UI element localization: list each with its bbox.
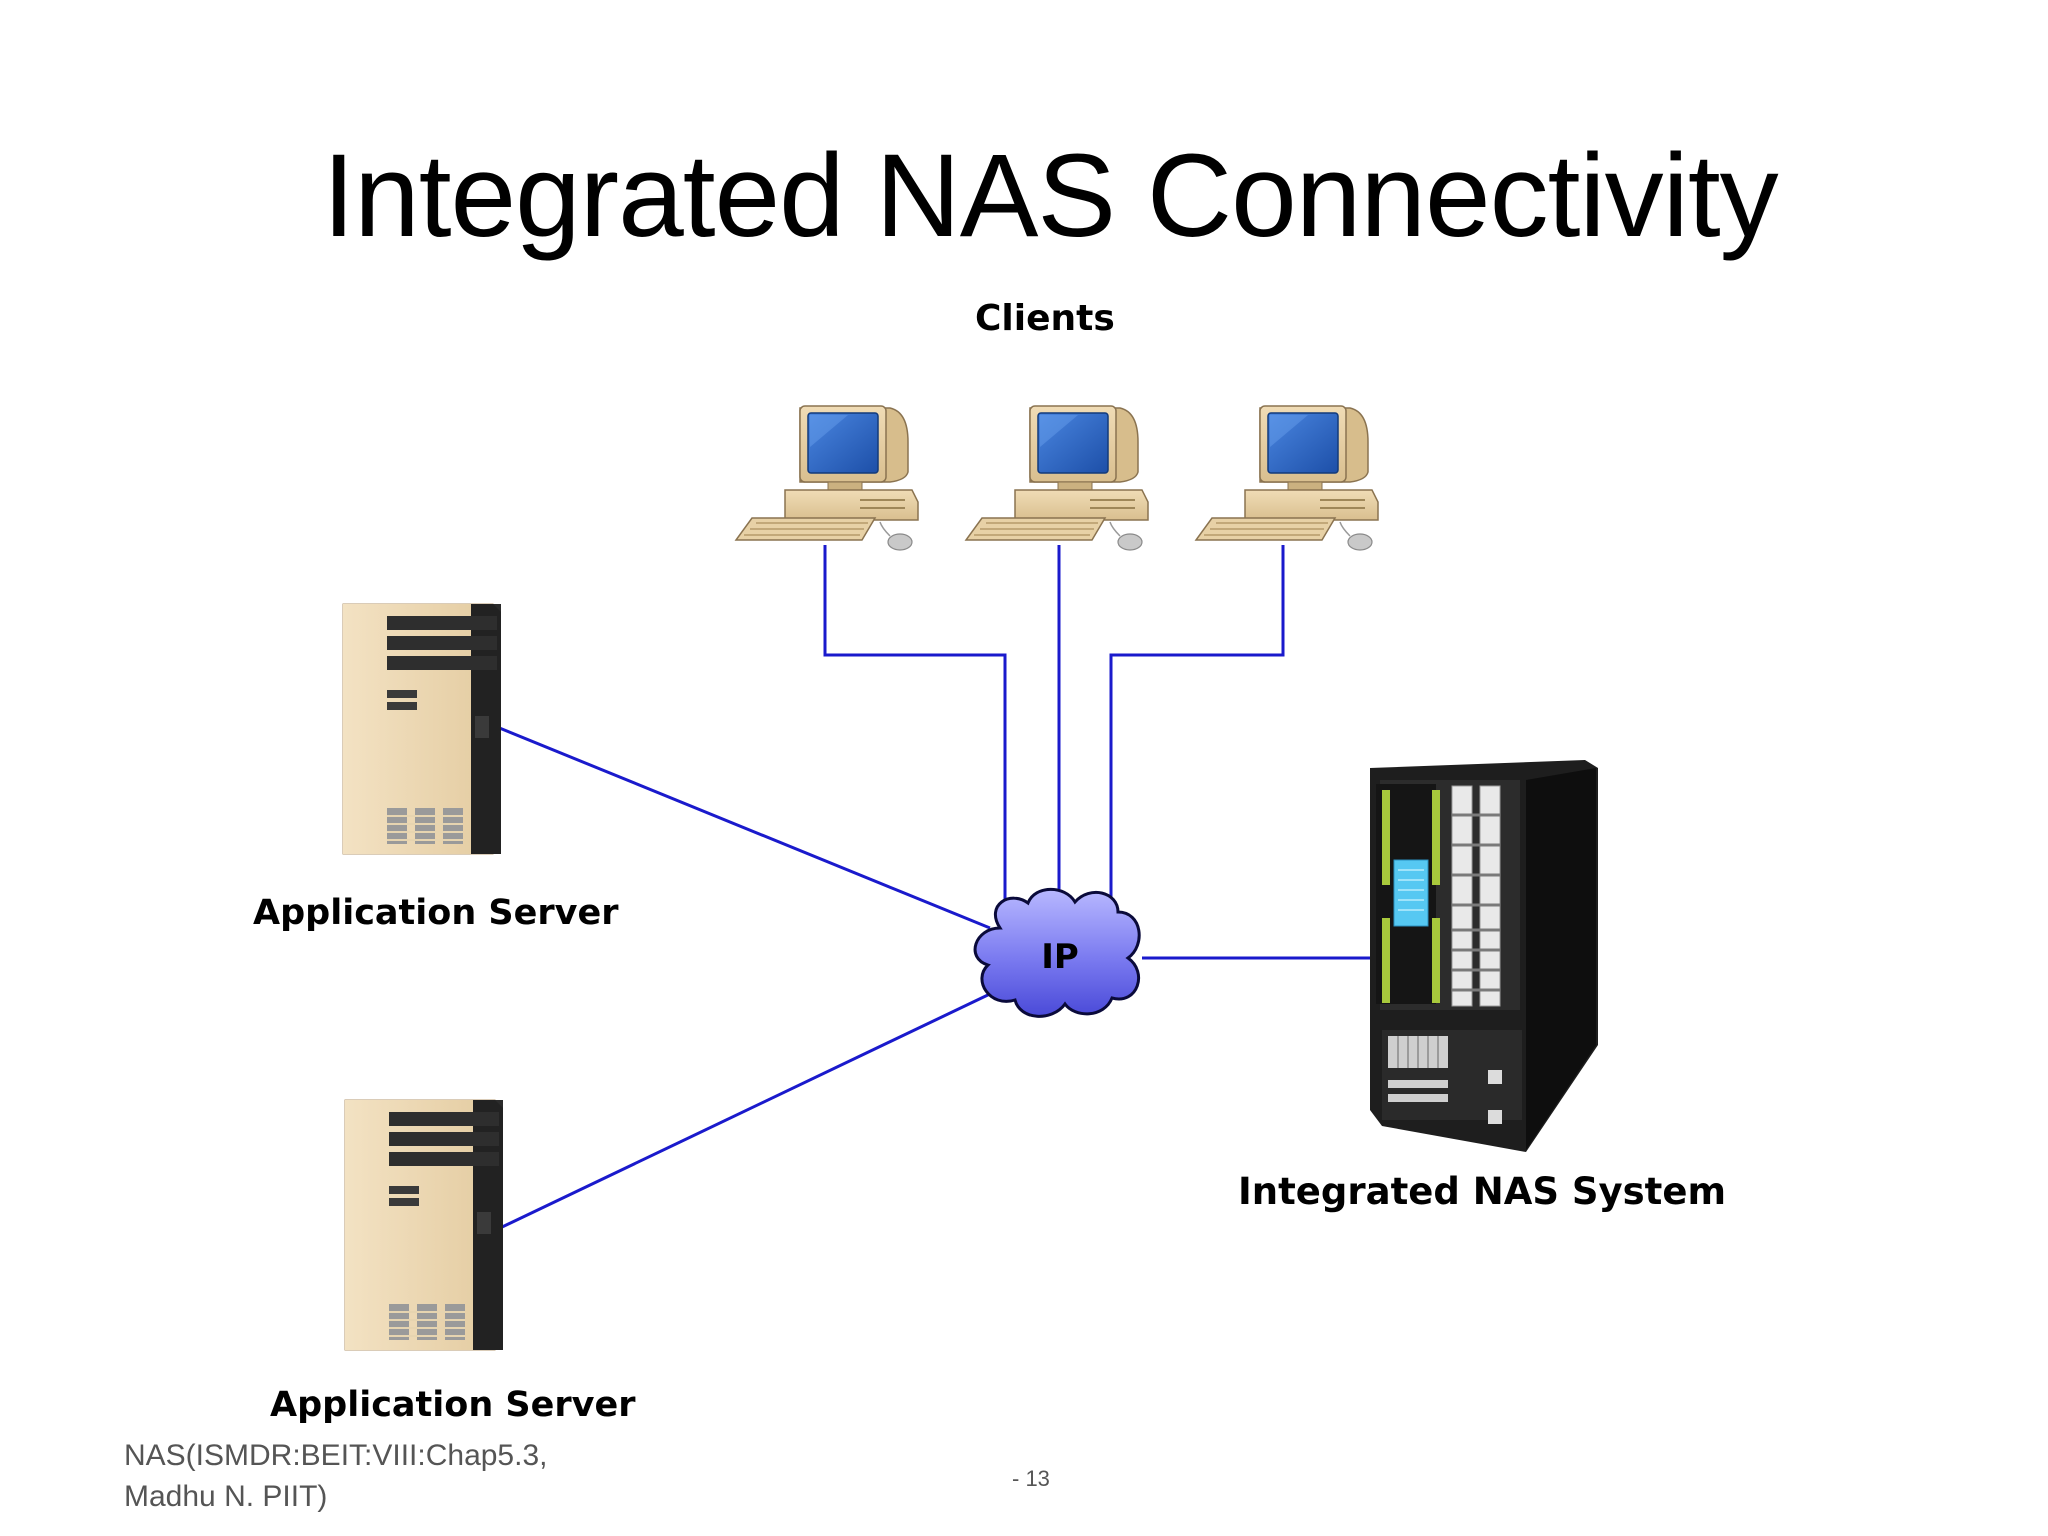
client-computer-icon	[735, 405, 919, 551]
app-server-1-label: Application Server	[253, 893, 619, 933]
ip-cloud-icon: IP	[973, 887, 1141, 1018]
nas-system-label: Integrated NAS System	[1238, 1170, 1726, 1213]
nas-rack-icon	[1370, 760, 1598, 1152]
connection-lines	[496, 545, 1385, 1230]
page-number: - 13	[1012, 1466, 1050, 1491]
app-server-2-label: Application Server	[270, 1385, 636, 1425]
application-server-icon	[344, 1099, 504, 1351]
footer-line-2: Madhu N. PIIT)	[124, 1480, 328, 1513]
link-app-server-2	[499, 991, 993, 1230]
footer-line-1: NAS(ISMDR:BEIT:VIII:Chap5.3,	[124, 1439, 548, 1472]
slide-title: Integrated NAS Connectivity	[322, 130, 1778, 262]
client-computer-icon	[1195, 405, 1379, 551]
client-computer-icon	[965, 405, 1149, 551]
ip-label: IP	[1041, 937, 1079, 977]
slide-footer: NAS(ISMDR:BEIT:VIII:Chap5.3, Madhu N. PI…	[124, 1435, 644, 1517]
link-client-1	[823, 545, 1007, 915]
application-server-icon	[342, 603, 502, 855]
link-client-3	[1109, 545, 1285, 915]
link-app-server-1	[496, 725, 991, 930]
clients-label: Clients	[975, 298, 1115, 339]
